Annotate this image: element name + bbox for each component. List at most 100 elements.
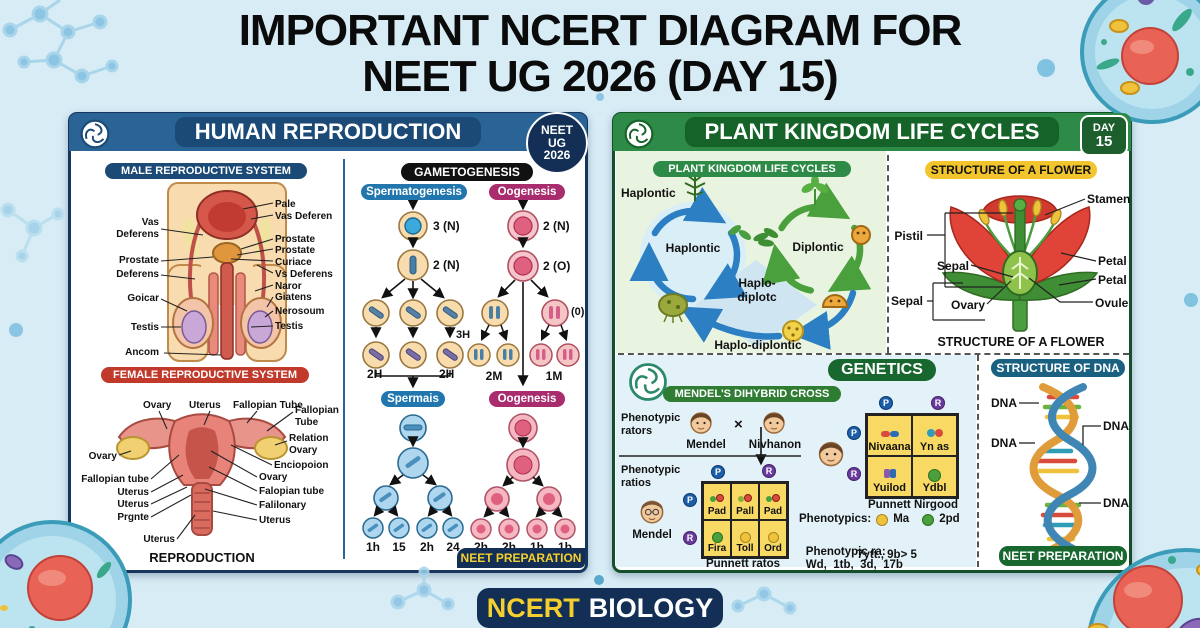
cell-illustration-icon xyxy=(1080,0,1200,124)
molecule-icon xyxy=(2,0,119,84)
punnett-cell: Yn as xyxy=(912,415,957,456)
gene-icon xyxy=(926,428,943,441)
parent2-face-icon xyxy=(763,412,785,434)
gametogenesis-badge: GAMETOGENESIS xyxy=(401,163,533,181)
plant-kingdom-panel: PLANT KINGDOM LIFE CYCLES DAY 15 xyxy=(612,112,1132,573)
flower-left-label: Sepal xyxy=(890,294,923,308)
male-right-label: Pale xyxy=(275,199,296,210)
dna-label-lines xyxy=(1019,402,1101,504)
gene-icon xyxy=(880,428,899,441)
page-title: IMPORTANT NCERT DIAGRAM FOR NEET UG 2026… xyxy=(150,6,1050,100)
male-label-lines xyxy=(160,202,274,356)
moss-icon xyxy=(658,293,688,323)
phenotypic-ratio-row2: 7ytt., 9b> 5 xyxy=(857,549,917,561)
male-right-label: Naror xyxy=(275,281,302,292)
punnett-cell: Ydbl xyxy=(912,456,957,497)
punnett-cell-label: Ydbl xyxy=(922,481,947,494)
haplo-diplontic-label: Haplo-diplontic xyxy=(714,338,802,352)
flower-icon xyxy=(738,494,752,506)
molecule-icon xyxy=(731,586,797,615)
seed-icon xyxy=(739,532,751,543)
sperm-count-label: 3H xyxy=(456,329,471,341)
phenotype-value: 2pd xyxy=(939,513,960,525)
male-left-label: Deferens xyxy=(116,269,159,280)
punnett-square-left: Pad Pall Pad Fira Toll Ord xyxy=(701,481,789,559)
female-system-badge: FEMALE REPRODUCTIVE SYSTEM xyxy=(101,367,309,383)
phenotypic-rators-label: Phenotypic rators xyxy=(621,412,681,437)
p-allele-badge: P xyxy=(711,465,725,479)
punnett-cell-label: Yn as xyxy=(919,440,950,453)
r-allele-badge: R xyxy=(931,396,945,410)
oo-count-label: 2M xyxy=(485,369,503,383)
male-right-label: Vs Deferens xyxy=(275,269,333,280)
sperm-count-label: 3 (N) xyxy=(433,219,460,233)
dna-label: DNA xyxy=(1103,419,1129,433)
neet-preparation-badge: NEET PREPARATION xyxy=(999,546,1127,566)
dna-label: DNA xyxy=(1103,496,1129,510)
sperm-count-label: 2H xyxy=(439,367,455,381)
mendel2-label: Mendel xyxy=(632,529,672,541)
diplontic-center-label: Diplontic xyxy=(792,240,844,254)
female-top-label: Fallopian Tube xyxy=(233,400,303,411)
sperm-count-label: 2 (N) xyxy=(433,258,460,272)
flower-left-label: Sepal xyxy=(937,259,970,273)
punnett-right-caption: Punnett Nirgood xyxy=(867,499,959,511)
punnett-cell-label: Pad xyxy=(707,506,727,517)
male-left-label: Ancom xyxy=(125,347,159,358)
male-right-label: Prostate xyxy=(275,234,316,245)
flower-icon xyxy=(710,494,724,506)
flower-right-label: Petal xyxy=(1098,273,1127,287)
bubble-icon xyxy=(9,323,23,337)
seed-icon xyxy=(928,468,941,482)
punnett-cell-label: Fira xyxy=(707,543,727,554)
phenotypics-label: Phenotypics: xyxy=(799,513,872,525)
p-allele-badge: P xyxy=(879,396,893,410)
offspring-face-icon xyxy=(818,441,844,467)
sperm-count-label: 2H xyxy=(367,367,383,381)
dna-label: DNA xyxy=(991,436,1017,450)
flower-left-label: Ovary xyxy=(951,298,986,312)
female-left-label: Uterus xyxy=(143,534,175,545)
dna-label: DNA xyxy=(991,396,1017,410)
male-left-label: Testis xyxy=(130,322,159,333)
flower-right-label: Petal xyxy=(1098,254,1127,268)
male-right-label: Curiace xyxy=(275,257,312,268)
sprout-icon xyxy=(801,175,829,205)
seed-icon xyxy=(767,532,779,543)
female-right-label: Relation Ovary xyxy=(289,433,329,456)
badge-line: 2026 xyxy=(543,148,571,163)
green-seed-icon xyxy=(922,513,935,526)
punnett-cell: Nivaana xyxy=(867,415,912,456)
reproduction-caption: REPRODUCTION xyxy=(149,550,255,565)
fern-icon xyxy=(684,174,706,201)
spermatogenesis-badge: Spermatogenesis xyxy=(361,184,467,200)
punnett-cell-label: Toll xyxy=(736,543,754,554)
flower-badge: STRUCTURE OF A FLOWER xyxy=(925,161,1097,179)
day-15-badge: DAY 15 xyxy=(1080,115,1128,156)
male-right-label: Testis xyxy=(275,321,304,332)
badge-line: NEET xyxy=(540,123,573,138)
quadrant-divider xyxy=(977,355,979,567)
female-left-label: Ovary xyxy=(88,451,117,462)
male-anatomy-diagram xyxy=(167,182,287,362)
human-reproduction-panel: HUMAN REPRODUCTION NEET UG 2026 xyxy=(68,112,588,573)
punnett-cell: Ord xyxy=(759,520,787,557)
punnett-cell: Fira xyxy=(703,520,731,557)
haplontic-top-label: Haplontic xyxy=(621,186,676,200)
punnett-cell-label: Pad xyxy=(763,506,783,517)
haplontic-center-label: Haplontic xyxy=(665,241,721,255)
r-allele-badge: R xyxy=(683,531,697,545)
dna-helix-icon xyxy=(1029,383,1097,553)
page-title-line1: IMPORTANT NCERT DIAGRAM FOR xyxy=(238,6,963,55)
molecule-icon xyxy=(0,202,65,263)
dna-badge: STRUCTURE OF DNA xyxy=(991,359,1125,377)
parent2-label: Nivhanon xyxy=(748,439,802,451)
seed-icon xyxy=(711,532,723,543)
punnett-left-caption: Punnett ratos xyxy=(705,558,781,570)
dihybrid-cross-badge: MENDEL'S DIHYBRID CROSS xyxy=(663,386,841,402)
male-left-label: Goicar xyxy=(127,293,159,304)
punnett-cell-label: Yuilod xyxy=(873,481,906,494)
figures-icon xyxy=(883,468,896,482)
male-right-label: Giatens xyxy=(275,292,312,303)
mendel2-face-icon xyxy=(640,500,664,524)
